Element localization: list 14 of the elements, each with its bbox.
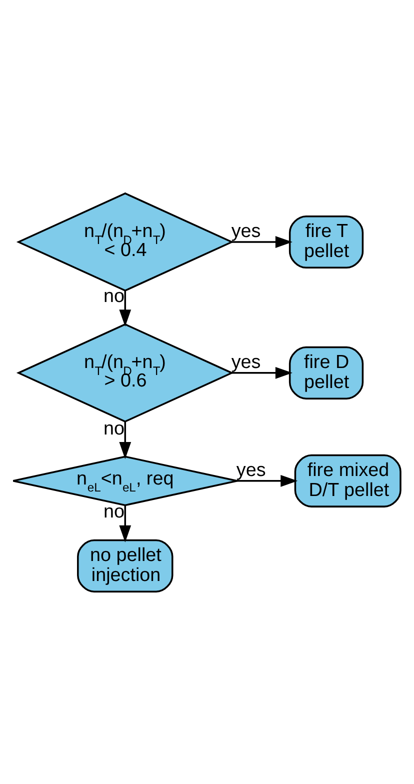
arrow	[119, 422, 132, 459]
node-box: fire T pellet	[288, 214, 364, 268]
node-diamond: n$_{eL}$<n$_{eL}$, req	[12, 455, 238, 506]
arrow	[119, 505, 132, 542]
arrow	[232, 236, 292, 248]
node-box: fire D pellet	[288, 346, 364, 399]
node-box: fire mixed D/T pellet	[294, 454, 402, 507]
arrow	[236, 474, 298, 486]
node-box: no pellet injection	[77, 538, 174, 592]
edge-label: yes	[231, 351, 261, 372]
edge-label: yes	[231, 220, 261, 242]
arrow	[119, 290, 132, 326]
edge-label: yes	[236, 459, 266, 480]
arrow	[232, 366, 292, 378]
